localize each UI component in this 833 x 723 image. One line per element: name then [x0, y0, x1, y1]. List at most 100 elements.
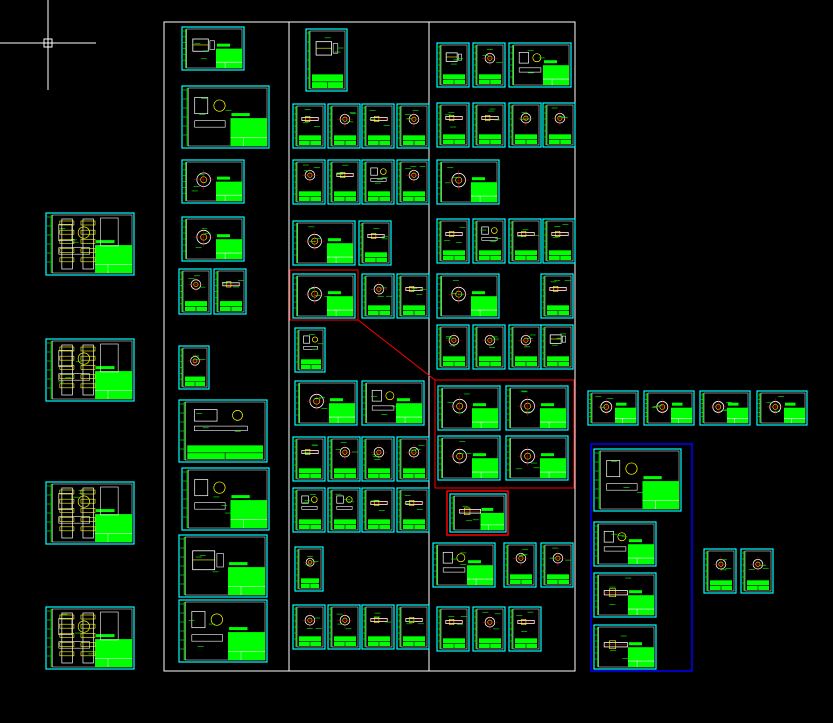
- drawing-sheet[interactable]: [178, 345, 210, 390]
- drawing-sheet[interactable]: [542, 218, 576, 264]
- title-block: [215, 239, 242, 259]
- drawing-sheet[interactable]: [643, 390, 695, 426]
- drawing-sheet[interactable]: [396, 159, 430, 205]
- drawing-sheet[interactable]: [540, 542, 574, 588]
- drawing-sheet[interactable]: [45, 606, 135, 670]
- drawing-sheet[interactable]: [292, 220, 356, 266]
- drawing-sheet[interactable]: [472, 324, 506, 370]
- drawing-sheet[interactable]: [292, 436, 326, 482]
- drawing-sheet[interactable]: [396, 273, 430, 319]
- drawing-sheet[interactable]: [436, 159, 500, 205]
- drawing-sheet[interactable]: [540, 273, 574, 319]
- drawing-sheet[interactable]: [593, 624, 657, 670]
- drawing-sheet[interactable]: [327, 604, 361, 650]
- drawing-sheet[interactable]: [178, 534, 268, 598]
- drawing-sheet[interactable]: [181, 159, 245, 204]
- drawing-sheet[interactable]: [505, 435, 569, 481]
- drawing-sheet[interactable]: [472, 218, 506, 264]
- drawing-sheet[interactable]: [181, 467, 270, 531]
- drawing-sheet[interactable]: [593, 572, 657, 618]
- drawing-sheet[interactable]: [361, 159, 395, 205]
- title-block: [627, 595, 654, 615]
- drawing-sheet[interactable]: [756, 390, 808, 426]
- drawing-sheet[interactable]: [436, 42, 470, 88]
- drawing-sheet[interactable]: [436, 324, 470, 370]
- drawing-sheet[interactable]: [327, 487, 361, 533]
- drawing-sheet[interactable]: [508, 42, 572, 88]
- title-block: [368, 305, 390, 315]
- drawing-sheet[interactable]: [294, 546, 324, 592]
- drawing-sheet[interactable]: [437, 385, 501, 431]
- drawing-sheet[interactable]: [699, 390, 751, 426]
- drawing-sheet[interactable]: [436, 606, 470, 652]
- drawing-sheet[interactable]: [327, 103, 361, 149]
- drawing-sheet[interactable]: [703, 548, 737, 594]
- drawing-sheet[interactable]: [181, 216, 245, 262]
- drawing-sheet[interactable]: [294, 327, 326, 373]
- drawing-sheet[interactable]: [593, 521, 657, 567]
- drawing-sheet[interactable]: [508, 218, 542, 264]
- drawing-sheet[interactable]: [508, 606, 542, 652]
- title-block: [479, 250, 501, 260]
- drawing-sheet[interactable]: [436, 218, 470, 264]
- drawing-sheet[interactable]: [432, 542, 496, 588]
- drawing-sheet[interactable]: [540, 324, 574, 370]
- drawing-sheet[interactable]: [508, 324, 542, 370]
- drawing-sheet[interactable]: [327, 159, 361, 205]
- drawing-sheet[interactable]: [436, 273, 500, 319]
- selected-sheet-highlight[interactable]: [289, 269, 436, 381]
- drawing-sheet[interactable]: [437, 435, 501, 481]
- title-block: [95, 245, 132, 273]
- title-block: [510, 574, 532, 584]
- drawing-sheet[interactable]: [45, 338, 135, 402]
- drawing-sheet[interactable]: [472, 42, 506, 88]
- drawing-sheet[interactable]: [361, 273, 395, 319]
- drawing-sheet[interactable]: [361, 487, 395, 533]
- drawing-sheet[interactable]: [508, 102, 542, 148]
- drawing-sheet[interactable]: [292, 159, 326, 205]
- drawing-sheet[interactable]: [292, 273, 356, 319]
- drawing-sheet[interactable]: [292, 604, 326, 650]
- drawing-sheet[interactable]: [178, 268, 212, 315]
- drawing-sheet[interactable]: [358, 220, 392, 266]
- highlight-group-red[interactable]: [434, 379, 575, 489]
- drawing-sheet[interactable]: [45, 212, 135, 276]
- drawing-sheet[interactable]: [593, 448, 682, 512]
- drawing-sheet[interactable]: [542, 102, 576, 148]
- drawing-sheet[interactable]: [294, 380, 358, 426]
- drawing-sheet[interactable]: [449, 493, 507, 533]
- selected-sheet-red[interactable]: [446, 490, 509, 536]
- title-block: [539, 408, 566, 428]
- drawing-sheet[interactable]: [396, 604, 430, 650]
- group-box-blue[interactable]: [590, 443, 693, 672]
- drawing-sheet[interactable]: [181, 26, 245, 71]
- drawing-sheet[interactable]: [305, 28, 348, 92]
- drawing-sheet[interactable]: [178, 399, 268, 463]
- drawing-sheet[interactable]: [292, 103, 326, 149]
- drawing-sheet[interactable]: [472, 606, 506, 652]
- drawing-sheet[interactable]: [361, 436, 395, 482]
- drawing-sheet[interactable]: [503, 542, 537, 588]
- title-block: [515, 638, 537, 648]
- drawing-sheet[interactable]: [292, 487, 326, 533]
- drawing-sheet[interactable]: [472, 102, 506, 148]
- drawing-sheet[interactable]: [436, 102, 470, 148]
- drawing-sheet[interactable]: [327, 436, 361, 482]
- drawing-sheet[interactable]: [361, 380, 425, 426]
- crosshair-cursor-icon: [0, 0, 96, 90]
- drawing-sheet[interactable]: [587, 390, 639, 426]
- drawing-sheet[interactable]: [213, 268, 247, 315]
- drawing-sheet[interactable]: [45, 481, 135, 545]
- drawing-sheet[interactable]: [740, 548, 774, 594]
- drawing-sheet[interactable]: [361, 604, 395, 650]
- drawing-sheet[interactable]: [505, 385, 569, 431]
- drawing-sheet[interactable]: [396, 103, 430, 149]
- drawing-sheet[interactable]: [181, 85, 270, 149]
- drawing-sheet[interactable]: [361, 103, 395, 149]
- drawing-sheet[interactable]: [396, 436, 430, 482]
- title-block: [403, 519, 425, 529]
- drawing-sheet[interactable]: [178, 599, 268, 663]
- drawing-sheet[interactable]: [396, 487, 430, 533]
